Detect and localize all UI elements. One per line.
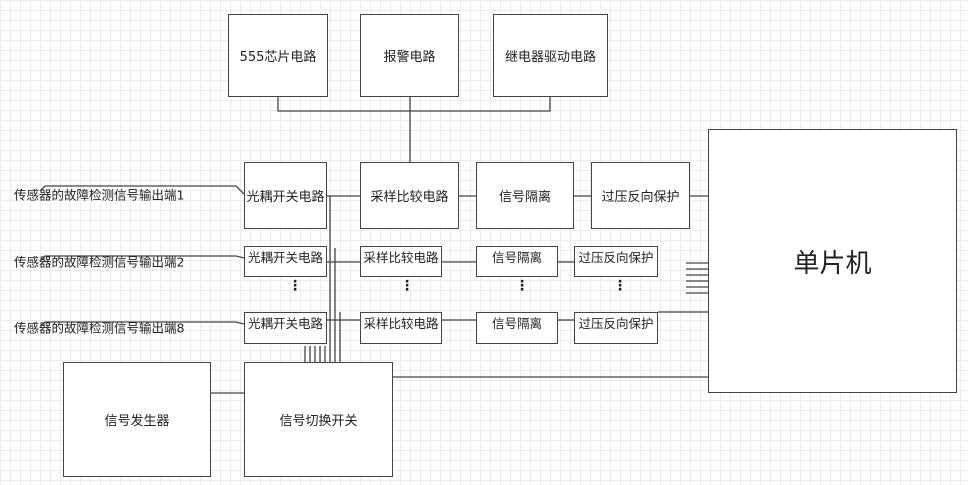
optocoupler-switch-block-8: 光耦开关电路 [244, 312, 327, 344]
wire-relay-to-bus [410, 97, 550, 111]
sensor-output-label-2: 传感器的故障检测信号输出端2 [14, 252, 184, 271]
sample-compare-block-8: 采样比较电路 [360, 312, 442, 344]
signal-isolation-block-1: 信号隔离 [476, 162, 574, 229]
ellipsis-optocoupler: ⋮ [288, 283, 298, 290]
optocoupler-switch-block-2: 光耦开关电路 [244, 246, 327, 277]
sensor-output-label-1: 传感器的故障检测信号输出端1 [14, 185, 184, 204]
sensor-output-label-8: 传感器的故障检测信号输出端8 [14, 318, 184, 337]
signal-switch-block: 信号切换开关 [244, 362, 393, 477]
sample-compare-block-1: 采样比较电路 [360, 162, 459, 229]
relay-driver-circuit-block: 继电器驱动电路 [493, 14, 608, 97]
ellipsis-isolation: ⋮ [515, 283, 525, 290]
optocoupler-switch-block-1: 光耦开关电路 [244, 162, 327, 229]
ellipsis-comparator: ⋮ [400, 283, 410, 290]
signal-generator-block: 信号发生器 [63, 362, 211, 477]
ellipsis-protection: ⋮ [613, 283, 623, 290]
overvoltage-protection-block-1: 过压反向保护 [591, 162, 690, 229]
mcu-block: 单片机 [708, 129, 957, 393]
signal-isolation-block-8: 信号隔离 [476, 312, 558, 344]
signal-isolation-block-2: 信号隔离 [476, 246, 558, 277]
overvoltage-protection-block-2: 过压反向保护 [574, 246, 658, 277]
overvoltage-protection-block-8: 过压反向保护 [574, 312, 658, 344]
chip-555-circuit-block: 555芯片电路 [228, 14, 328, 97]
wire-555-to-bus [278, 97, 410, 111]
alarm-circuit-block: 报警电路 [360, 14, 459, 97]
sample-compare-block-2: 采样比较电路 [360, 246, 442, 277]
